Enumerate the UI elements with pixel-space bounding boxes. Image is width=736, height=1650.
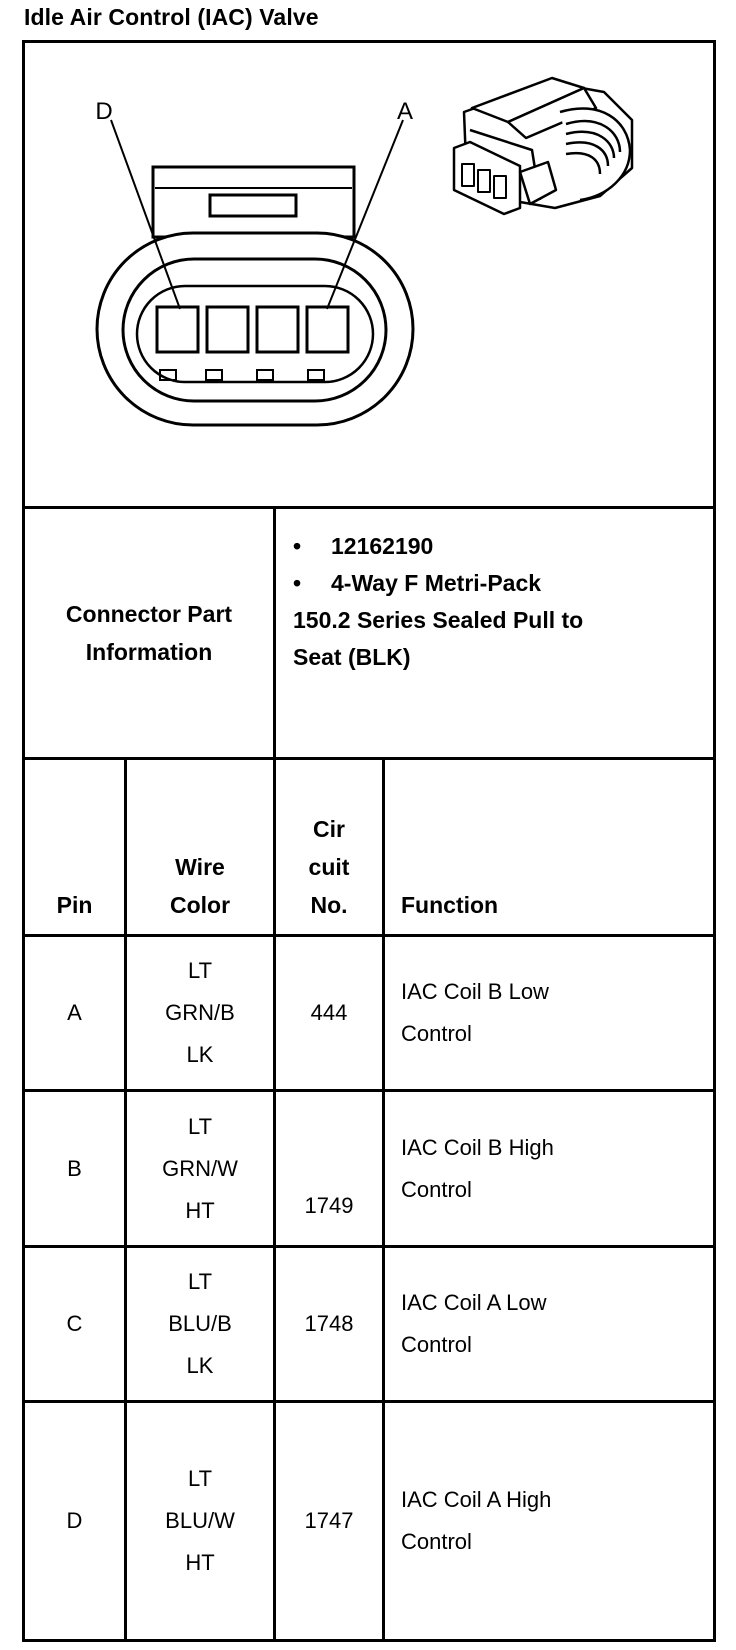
cavity-d — [155, 305, 200, 354]
table-row-d-wire: LT BLU/W HT — [165, 1466, 235, 1575]
divider-diagram-bottom — [22, 506, 716, 509]
divider-col-pin — [124, 757, 127, 1642]
header-circuit-number: Cir cuit No. — [308, 816, 350, 918]
table-row-c-function: IAC Coil A Low Control — [401, 1290, 547, 1357]
pin-label-d: D — [95, 98, 112, 125]
header-function: Function — [401, 892, 499, 918]
connector-diagram: D A — [95, 76, 634, 427]
table-row-c-pin: C — [66, 1311, 83, 1336]
table-row-b-wire: LT GRN/W HT — [162, 1113, 238, 1223]
connector-part-label: Connector Part Information — [65, 601, 233, 665]
cavity-b — [255, 305, 300, 354]
table-row-d-circuit: 1747 — [304, 1508, 354, 1533]
divider-row-b — [22, 1245, 716, 1248]
table-row-a-pin: A — [67, 1000, 82, 1025]
divider-col-circuit — [382, 757, 385, 1642]
table-row-a-function: IAC Coil B Low Control — [401, 979, 549, 1046]
table-row-d-function: IAC Coil A High Control — [401, 1487, 552, 1554]
divider-info-col — [273, 506, 276, 760]
table-row-a-wire: LT GRN/B LK — [165, 958, 235, 1067]
table-row-c-circuit: 1748 — [304, 1311, 354, 1336]
connector-body-outer — [95, 231, 415, 427]
table-row-b-circuit: 1749 — [304, 1193, 354, 1218]
cavity-c — [205, 305, 250, 354]
leader-line-a — [326, 119, 404, 310]
table-row-c-wire: LT BLU/B LK — [168, 1269, 232, 1378]
table-row-b-function: IAC Coil B High Control — [401, 1134, 554, 1202]
table-row-d-pin: D — [66, 1508, 83, 1533]
connector-part-details: •12162190 •4-Way F Metri-Pack 150.2 Seri… — [276, 509, 713, 757]
table-row-a-circuit: 444 — [310, 1000, 348, 1025]
divider-row-a — [22, 1089, 716, 1092]
key-3 — [256, 369, 274, 381]
key-4 — [307, 369, 325, 381]
description-1: 4-Way F Metri-Pack — [331, 570, 542, 596]
divider-col-wire — [273, 757, 276, 1642]
part-number-line: •12162190 — [293, 528, 713, 565]
connector-latch — [151, 165, 356, 239]
key-1 — [159, 369, 177, 381]
connector-body-inner — [121, 257, 388, 403]
divider-row-c — [22, 1400, 716, 1403]
divider-header-bottom — [22, 934, 716, 937]
table-row-b-pin: B — [67, 1155, 82, 1181]
part-number: 12162190 — [331, 533, 434, 559]
leader-line-d — [110, 119, 181, 310]
key-2 — [205, 369, 223, 381]
description-2: 150.2 Series Sealed Pull to — [293, 607, 584, 633]
connector-isometric-icon — [452, 76, 634, 216]
connector-face — [135, 284, 375, 384]
pin-label-a: A — [397, 98, 413, 125]
connector-table — [22, 40, 716, 1642]
description-3: Seat (BLK) — [293, 644, 411, 670]
divider-info-bottom — [22, 757, 716, 760]
latch-slot — [208, 193, 298, 218]
page-title: Idle Air Control (IAC) Valve — [24, 4, 319, 30]
header-wire-color: Wire Color — [169, 854, 231, 918]
header-pin: Pin — [56, 892, 93, 918]
description-line: •4-Way F Metri-Pack — [293, 565, 713, 602]
